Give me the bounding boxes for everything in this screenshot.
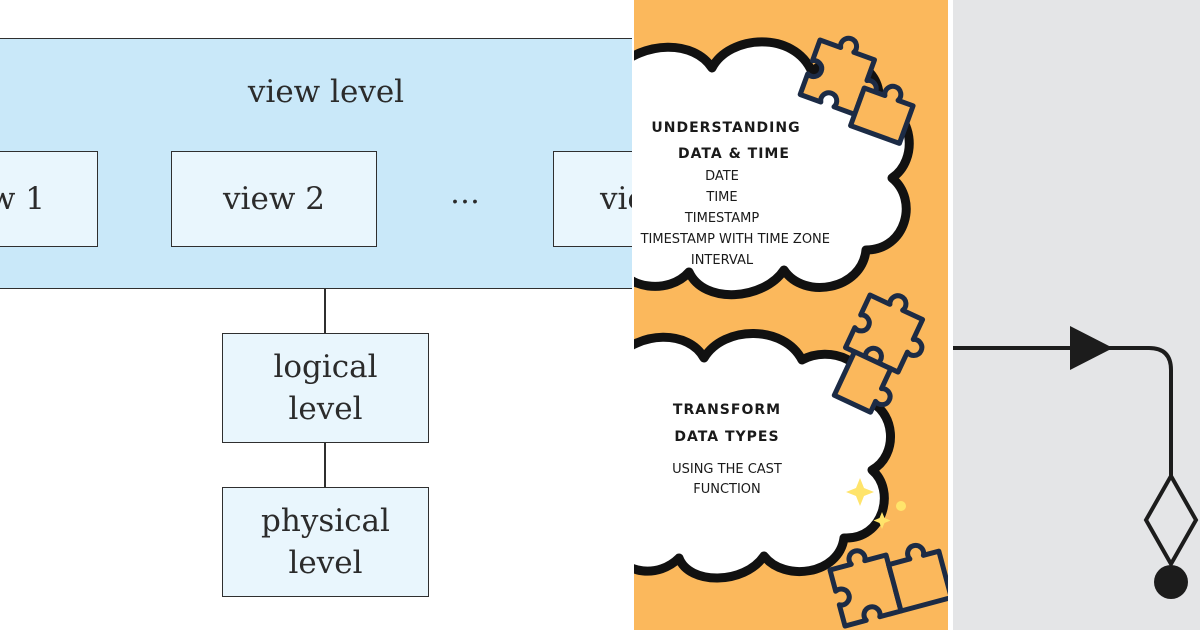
cloud-2-heading-line-1: TRANSFORM xyxy=(672,402,782,418)
cloud-1-heading-line-1: UNDERSTANDING xyxy=(651,120,801,136)
cloud-1-item-interval: INTERVAL xyxy=(690,253,754,268)
logical-level-line-1: logical xyxy=(273,349,378,385)
physical-level-line-2: level xyxy=(288,545,363,581)
decision-diamond-icon xyxy=(1143,471,1199,569)
cloud-2-item-line-1: USING THE CAST xyxy=(672,462,782,477)
view-level-title: view level xyxy=(247,74,405,110)
puzzle-icon xyxy=(797,35,916,146)
view-2-label: view 2 xyxy=(223,181,325,217)
view-1-label: view 1 xyxy=(0,181,45,217)
puzzle-icon xyxy=(831,292,926,415)
view-n-label: view n xyxy=(600,181,632,217)
cloud-2-heading-line-2: DATA TYPES xyxy=(674,429,780,445)
physical-level-box: physical level xyxy=(222,487,429,597)
abstraction-levels-diagram: view level view 1 view 2 … view n logica… xyxy=(0,38,632,597)
flow-diagram-fragment xyxy=(950,0,1200,630)
cloud-1-item-date: DATE xyxy=(705,169,739,184)
view-to-logical-connector xyxy=(324,289,326,334)
cloud-2-item-line-2: FUNCTION xyxy=(693,482,761,497)
end-node-icon xyxy=(1154,565,1188,599)
logical-level-line-2: level xyxy=(288,391,363,427)
puzzle-icon xyxy=(827,542,948,629)
cloud-1-item-time: TIME xyxy=(706,190,738,205)
cloud-2-shape xyxy=(634,329,895,583)
poster-artwork xyxy=(634,35,948,629)
view-ellipsis: … xyxy=(450,176,480,211)
sparkle-icon xyxy=(846,478,906,529)
view-1-box: view 1 xyxy=(0,151,98,247)
cloud-1-item-timestamp: TIMESTAMP xyxy=(684,211,760,226)
datetime-poster: UNDERSTANDING DATA & TIME DATE TIME TIME… xyxy=(634,0,948,630)
cloud-1-heading-line-2: DATA & TIME xyxy=(678,146,790,162)
flow-line xyxy=(953,346,1173,476)
flow-shapes xyxy=(953,326,1199,599)
logical-level-box: logical level xyxy=(222,333,429,443)
view-2-box: view 2 xyxy=(171,151,377,247)
logical-to-physical-connector xyxy=(324,442,326,488)
arrow-right-icon xyxy=(1070,326,1113,370)
view-n-box: view n xyxy=(553,151,632,247)
cloud-1-item-timestamp-tz: TIMESTAMP WITH TIME ZONE xyxy=(640,232,830,247)
physical-level-line-1: physical xyxy=(261,503,390,539)
